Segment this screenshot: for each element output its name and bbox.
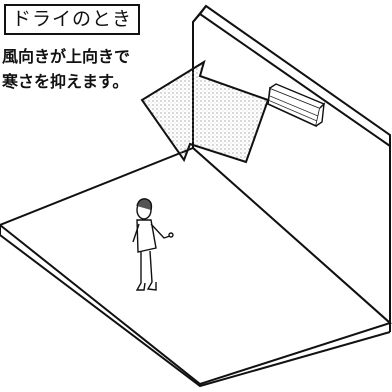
- airflow-arrow: [140, 59, 270, 164]
- person-icon: [132, 198, 174, 291]
- mode-title-text: ドライのとき: [12, 8, 133, 30]
- caption-line-1: 風向きが上向きで: [2, 47, 131, 66]
- air-conditioner-icon: [267, 83, 326, 128]
- floor: [0, 146, 392, 388]
- mode-title: ドライのとき: [4, 4, 141, 35]
- caption-line-2: 寒さを抑えます。: [2, 72, 129, 91]
- caption: 風向きが上向きで 寒さを抑えます。: [2, 44, 130, 94]
